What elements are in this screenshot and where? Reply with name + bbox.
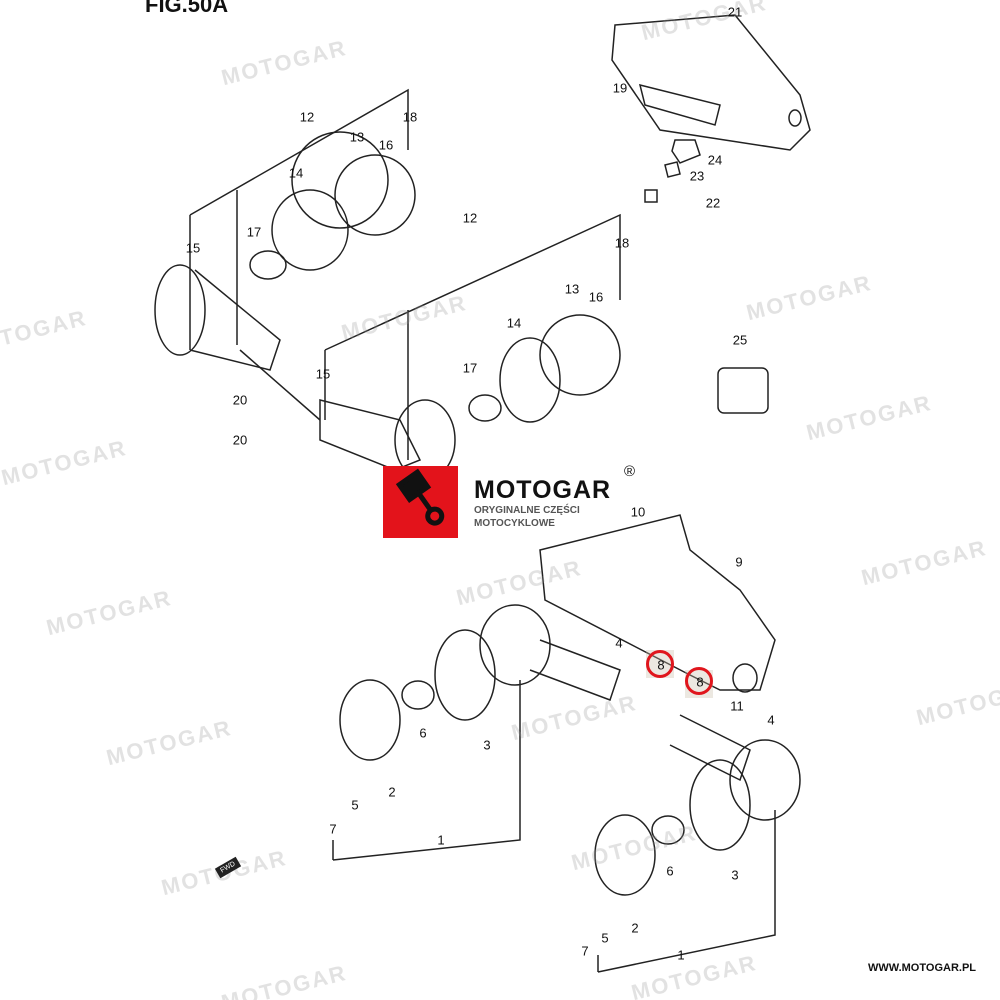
gasket-14-upper-b	[499, 337, 561, 423]
lens-13-upper-a	[291, 131, 389, 229]
part-label: 20	[232, 432, 248, 448]
brand-tagline: ORYGINALNE CZĘŚCI	[474, 505, 580, 516]
part-label: 4	[615, 635, 623, 651]
bulb-17-upper-b	[468, 394, 502, 422]
part-label: 18	[402, 109, 418, 125]
part-label: 15	[315, 366, 331, 382]
part-label: 9	[735, 554, 743, 570]
grommet	[671, 139, 701, 164]
part-label: 3	[731, 867, 739, 883]
registered-mark: ®	[624, 463, 636, 480]
lens-13-upper-b	[539, 314, 621, 396]
part-label: 11	[730, 698, 744, 714]
part-label: 5	[351, 797, 359, 813]
bracket-9	[539, 514, 776, 691]
part-label: 2	[631, 920, 639, 936]
turn-signal-housing-lower-a	[479, 604, 551, 686]
part-label: 24	[707, 152, 723, 168]
gasket-14-upper-a	[271, 189, 349, 271]
highlight-circle-part-8	[685, 667, 713, 695]
part-label: 16	[378, 137, 394, 153]
turn-signal-housing-lower-b	[729, 739, 801, 821]
part-label: 4	[767, 712, 775, 728]
part-label: 20	[232, 392, 248, 408]
tail-light-housing	[611, 14, 811, 151]
part-label: 15	[185, 240, 201, 256]
part-label: 10	[630, 504, 646, 520]
website-link[interactable]: WWW.MOTOGAR.PL	[868, 962, 976, 974]
part-label: 3	[483, 737, 491, 753]
part-label: 13	[564, 281, 580, 297]
turn-signal-housing-upper-b	[319, 399, 422, 471]
part-label: 19	[612, 80, 628, 96]
part-label: 7	[329, 821, 337, 837]
part-label: 12	[299, 109, 315, 125]
gasket-3-lower-b	[689, 759, 751, 851]
part-label: 1	[677, 947, 685, 963]
brand-tagline: MOTOCYKLOWE	[474, 518, 555, 529]
part-label: 22	[705, 195, 721, 211]
part-label-highlighted: 8	[657, 657, 665, 673]
brand-name: MOTOGAR	[474, 476, 612, 504]
gasket-3-lower-a	[434, 629, 496, 721]
bulb-17-upper-a	[249, 250, 287, 280]
lens-2-lower-a	[339, 679, 401, 761]
bulb-6-lower-a	[401, 680, 435, 710]
part-label: 12	[462, 210, 478, 226]
part-label: 23	[689, 168, 705, 184]
part-label: 25	[732, 332, 748, 348]
part-label: 5	[601, 930, 609, 946]
lens-2-lower-b	[594, 814, 656, 896]
bulb-6-lower-b	[651, 815, 685, 845]
part-label: 6	[419, 725, 427, 741]
piston-icon	[395, 468, 445, 526]
part-label: 6	[666, 863, 674, 879]
part-label: 2	[388, 784, 396, 800]
part-label: 1	[437, 832, 445, 848]
part-label-highlighted: 8	[696, 674, 704, 690]
figure-heading: FIG.50A	[145, 0, 229, 17]
part-label: 16	[588, 289, 604, 305]
part-label: 17	[462, 360, 478, 376]
part-label: 7	[581, 943, 589, 959]
part-label: 21	[727, 4, 743, 20]
motogar-logo	[383, 466, 458, 538]
relay-25	[717, 367, 769, 414]
part-label: 17	[246, 224, 262, 240]
turn-signal-housing-upper	[154, 264, 206, 356]
highlight-circle-part-8	[646, 650, 674, 678]
part-label: 18	[614, 235, 630, 251]
part-label: 14	[288, 165, 304, 181]
part-label: 13	[349, 129, 365, 145]
part-label: 14	[506, 315, 522, 331]
